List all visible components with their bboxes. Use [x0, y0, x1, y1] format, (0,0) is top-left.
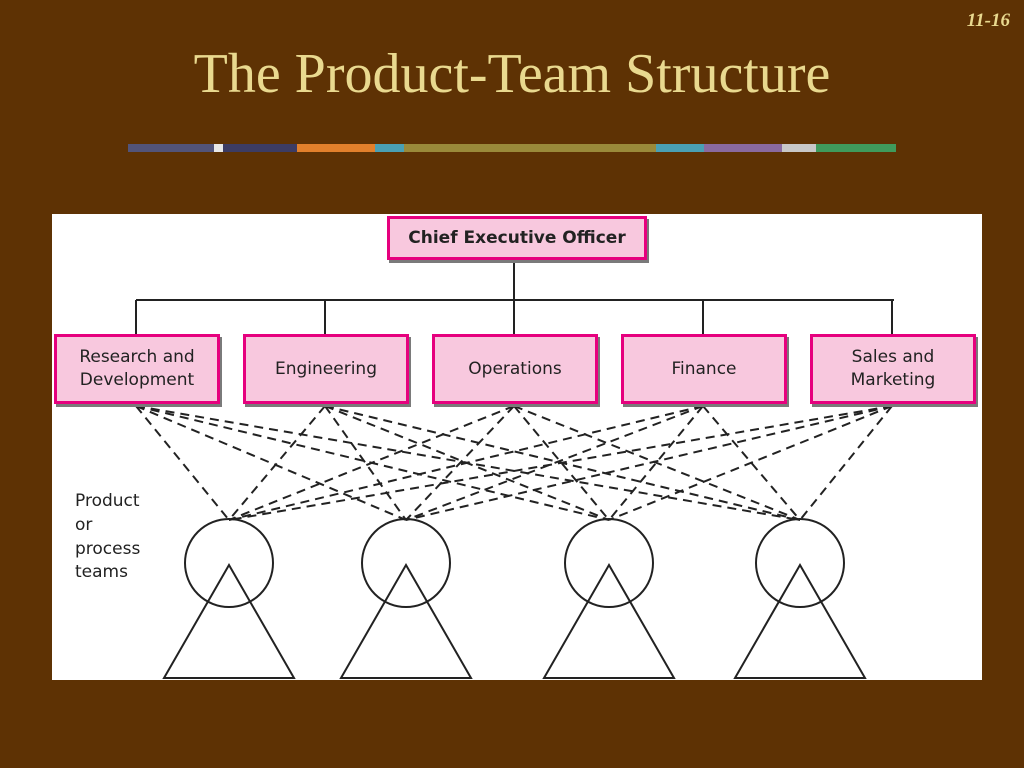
team-circle [564, 518, 654, 608]
title-bar-segment [223, 144, 298, 152]
team-link-dashed-line [324, 405, 407, 521]
department-label: Sales and Marketing [850, 347, 936, 390]
title-bar-segment [815, 144, 896, 152]
department-box-engineering: Engineering [243, 334, 409, 404]
team-link-dashed-line [799, 405, 893, 521]
title-underline-bar [128, 144, 896, 152]
slide-title: The Product-Team Structure [193, 43, 831, 105]
title-bar-segment [213, 144, 223, 152]
team-triangle [733, 562, 867, 679]
team-link-dashed-line [513, 405, 610, 521]
team-link-dashed-line [405, 405, 704, 521]
team-circle [184, 518, 274, 608]
title-bar-segment [403, 144, 656, 152]
teams-label: Product or process teams [75, 491, 141, 583]
title-bar-segment [655, 144, 704, 152]
ceo-box: Chief Executive Officer [387, 216, 647, 260]
team-link-dashed-line [608, 405, 704, 521]
team-link-dashed-line [228, 405, 326, 521]
team-link-dashed-line [228, 405, 515, 521]
team-link-dashed-line [228, 405, 704, 521]
department-label: Operations [468, 358, 562, 379]
team-link-dashed-line [135, 405, 407, 521]
team-triangle [339, 562, 473, 679]
team-triangle [162, 562, 296, 679]
department-label: Research and Development [79, 347, 195, 390]
title-bar-segment [128, 144, 214, 152]
title-bar-segment [297, 144, 376, 152]
team-link-dashed-line [405, 405, 893, 521]
department-box-operations: Operations [432, 334, 598, 404]
department-box-sales: Sales and Marketing [810, 334, 976, 404]
org-chart-diagram: Chief Executive Officer Research and Dev… [52, 214, 982, 680]
department-box-research: Research and Development [54, 334, 220, 404]
team-circle [361, 518, 451, 608]
title-bar-segment [703, 144, 782, 152]
slide-number: 11-16 [966, 10, 1010, 31]
title-bar-segment [375, 144, 404, 152]
team-link-dashed-line [228, 405, 893, 521]
department-box-finance: Finance [621, 334, 787, 404]
department-label: Finance [671, 358, 737, 379]
team-circle [755, 518, 845, 608]
team-link-dashed-line [702, 405, 801, 521]
team-link-dashed-line [405, 405, 515, 521]
department-label: Engineering [275, 358, 377, 379]
connector-lines [135, 262, 894, 679]
team-link-dashed-line [608, 405, 893, 521]
ceo-label: Chief Executive Officer [408, 227, 626, 248]
title-bar-segment [781, 144, 816, 152]
team-link-dashed-line [135, 405, 230, 521]
team-triangle [542, 562, 676, 679]
team-link-dashed-line [513, 405, 801, 521]
